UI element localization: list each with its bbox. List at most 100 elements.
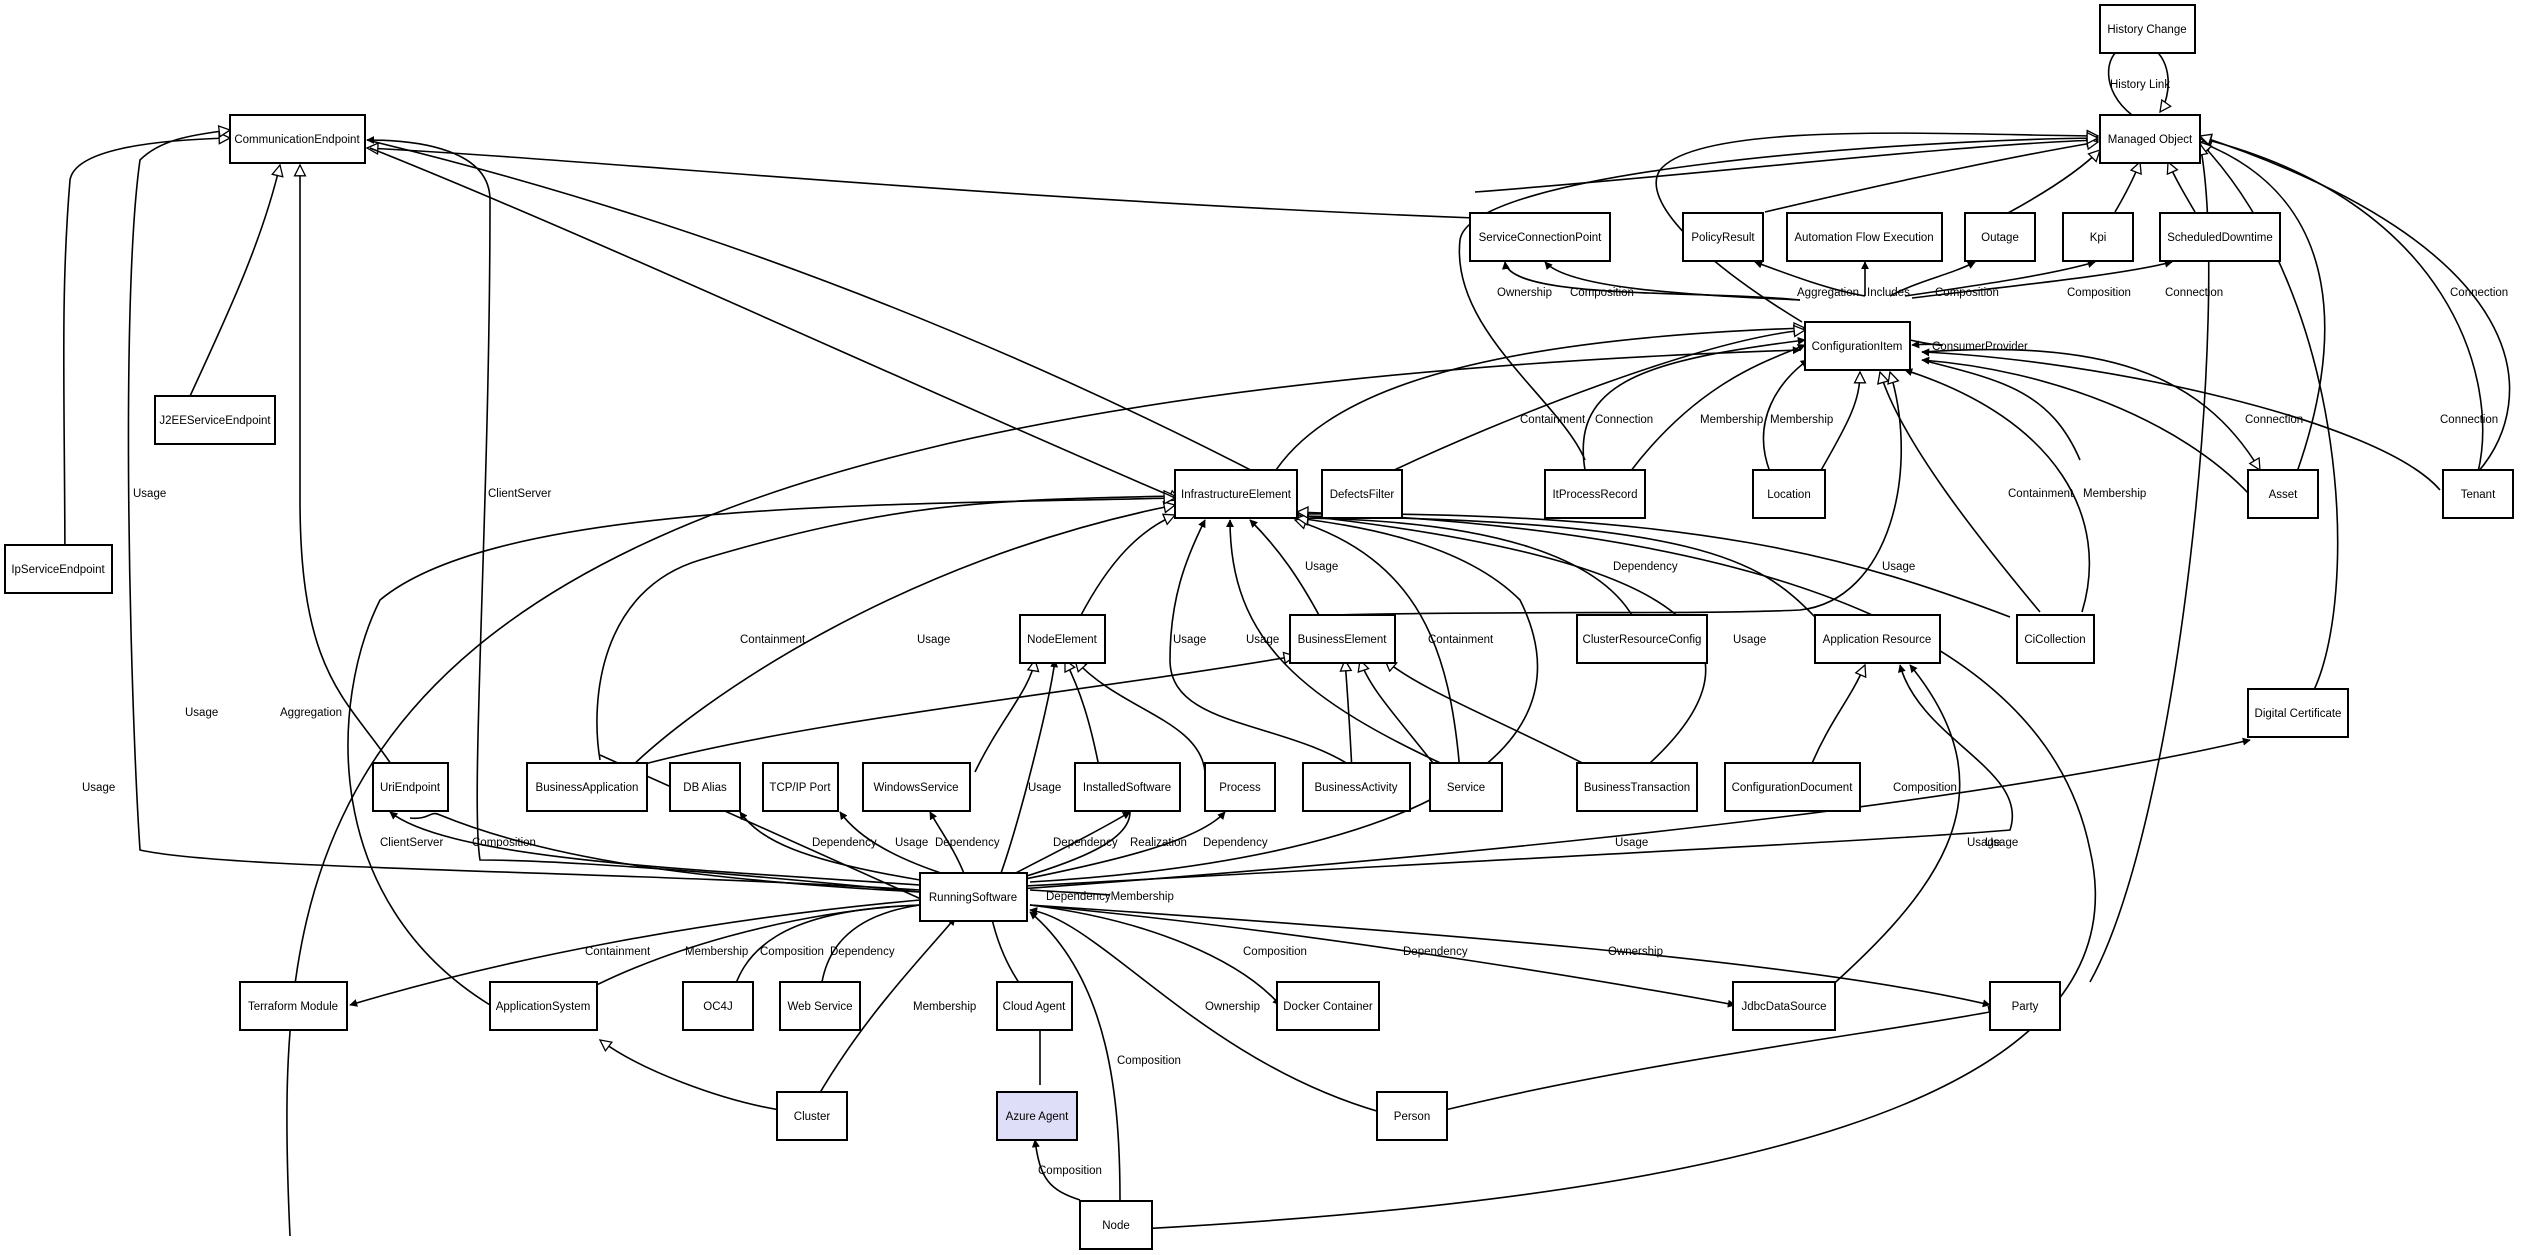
edge-label-history-link: History Link <box>2110 79 2170 91</box>
edge-ci-associations <box>1502 259 2260 470</box>
edge-label: Composition <box>1038 1165 1102 1177</box>
node-label: RunningSoftware <box>929 892 1017 904</box>
node-node-element[interactable]: NodeElement <box>1019 614 1106 664</box>
edge-label: Membership <box>913 1001 976 1013</box>
node-label: NodeElement <box>1027 634 1097 646</box>
edge-label: Aggregation <box>280 707 342 719</box>
node-label: Automation Flow Execution <box>1794 232 1933 244</box>
node-service-connection-point[interactable]: ServiceConnectionPoint <box>1469 212 1611 262</box>
edge-label: Usage <box>1246 634 1279 646</box>
node-node[interactable]: Node <box>1079 1200 1153 1250</box>
edge-label: ClientServer <box>380 837 443 849</box>
node-label: Web Service <box>788 1001 853 1013</box>
node-ci-collection[interactable]: CiCollection <box>2016 614 2095 664</box>
node-process[interactable]: Process <box>1204 762 1276 812</box>
node-application-system[interactable]: ApplicationSystem <box>489 981 598 1031</box>
node-label: BusinessElement <box>1298 634 1388 646</box>
edge-label: Membership <box>2083 488 2146 500</box>
edge-label: Membership <box>685 946 748 958</box>
node-party[interactable]: Party <box>1989 981 2061 1031</box>
edge-label: ClientServer <box>488 488 551 500</box>
edge-label: Usage <box>917 634 950 646</box>
node-uri-endpoint[interactable]: UriEndpoint <box>372 762 449 812</box>
edge-label: Usage <box>1967 837 2000 849</box>
node-running-software[interactable]: RunningSoftware <box>919 872 1028 922</box>
node-j2ee-service-endpoint[interactable]: J2EEServiceEndpoint <box>154 395 276 445</box>
edge-label: Dependency <box>830 946 895 958</box>
node-managed-object[interactable]: Managed Object <box>2099 114 2201 164</box>
node-outage[interactable]: Outage <box>1964 212 2036 262</box>
node-configuration-document[interactable]: ConfigurationDocument <box>1724 762 1861 812</box>
edge-label: Usage <box>1733 634 1766 646</box>
node-configuration-item[interactable]: ConfigurationItem <box>1804 321 1911 371</box>
edge-into-configuration-item <box>286 328 2441 1237</box>
edge-label: Dependency <box>1203 837 1268 849</box>
node-scheduled-downtime[interactable]: ScheduledDowntime <box>2159 212 2281 262</box>
node-terraform-module[interactable]: Terraform Module <box>239 981 348 1031</box>
node-label: OC4J <box>703 1001 732 1013</box>
edge-label: Membership <box>1700 414 1763 426</box>
node-infrastructure-element[interactable]: InfrastructureElement <box>1174 469 1298 519</box>
node-asset[interactable]: Asset <box>2247 469 2319 519</box>
node-label: UriEndpoint <box>380 782 441 794</box>
node-communication-endpoint[interactable]: CommunicationEndpoint <box>229 114 366 164</box>
node-location[interactable]: Location <box>1752 469 1826 519</box>
node-cluster[interactable]: Cluster <box>776 1091 848 1141</box>
edge-communication-endpoint <box>62 130 1476 893</box>
node-business-application[interactable]: BusinessApplication <box>526 762 648 812</box>
node-oc4j[interactable]: OC4J <box>682 981 754 1031</box>
node-windows-service[interactable]: WindowsService <box>862 762 971 812</box>
edge-label: Composition <box>760 946 824 958</box>
node-label: TCP/IP Port <box>769 782 831 794</box>
edge-label: Connection <box>2165 287 2223 299</box>
edge-label: Usage <box>1985 837 2018 849</box>
node-label: Outage <box>1981 232 2019 244</box>
edge-label: Composition <box>472 837 536 849</box>
node-label: CiCollection <box>2024 634 2085 646</box>
node-tcp-ip-port[interactable]: TCP/IP Port <box>762 762 839 812</box>
node-label: Docker Container <box>1283 1001 1373 1013</box>
node-label: BusinessTransaction <box>1584 782 1690 794</box>
node-kpi[interactable]: Kpi <box>2062 212 2134 262</box>
node-defects-filter[interactable]: DefectsFilter <box>1321 469 1403 519</box>
edge-label: Composition <box>1243 946 1307 958</box>
edge-label: Usage <box>1173 634 1206 646</box>
node-docker-container[interactable]: Docker Container <box>1276 981 1380 1031</box>
node-history-change[interactable]: History Change <box>2099 4 2196 54</box>
node-service[interactable]: Service <box>1429 762 1503 812</box>
node-label: BusinessActivity <box>1314 782 1397 794</box>
node-digital-certificate[interactable]: Digital Certificate <box>2247 688 2349 738</box>
node-person[interactable]: Person <box>1376 1091 1448 1141</box>
node-jdbc-data-source[interactable]: JdbcDataSource <box>1732 981 1836 1031</box>
edge-label: Ownership <box>1205 1001 1260 1013</box>
node-tenant[interactable]: Tenant <box>2442 469 2514 519</box>
node-it-process-record[interactable]: ItProcessRecord <box>1544 469 1646 519</box>
edge-label: Connection <box>2450 287 2508 299</box>
node-db-alias[interactable]: DB Alias <box>669 762 741 812</box>
node-label: Location <box>1767 489 1810 501</box>
node-label: ServiceConnectionPoint <box>1479 232 1603 244</box>
node-web-service[interactable]: Web Service <box>779 981 861 1031</box>
node-business-transaction[interactable]: BusinessTransaction <box>1576 762 1698 812</box>
node-automation-flow-execution[interactable]: Automation Flow Execution <box>1786 212 1943 262</box>
node-ip-service-endpoint[interactable]: IpServiceEndpoint <box>4 544 113 594</box>
node-cloud-agent[interactable]: Cloud Agent <box>996 981 1073 1031</box>
edge-label: Containment <box>2008 488 2074 500</box>
edge-label: Usage <box>895 837 928 849</box>
node-installed-software[interactable]: InstalledSoftware <box>1074 762 1181 812</box>
edge-label: Dependency <box>1613 561 1678 573</box>
node-policy-result[interactable]: PolicyResult <box>1682 212 1764 262</box>
node-azure-agent[interactable]: Azure Agent <box>996 1091 1078 1141</box>
edge-label: Membership <box>1770 414 1833 426</box>
edge-label: Ownership <box>1608 946 1663 958</box>
node-business-activity[interactable]: BusinessActivity <box>1302 762 1411 812</box>
node-business-element[interactable]: BusinessElement <box>1289 614 1396 664</box>
edge-label: Ownership <box>1497 287 1552 299</box>
node-cluster-resource-config[interactable]: ClusterResourceConfig <box>1576 614 1708 664</box>
edge-label: Dependency <box>1053 837 1118 849</box>
edge-label: Usage <box>1882 561 1915 573</box>
node-application-resource[interactable]: Application Resource <box>1814 614 1941 664</box>
edge-label: Containment <box>585 946 651 958</box>
edge-label: Connection <box>2440 414 2498 426</box>
node-label: WindowsService <box>874 782 959 794</box>
